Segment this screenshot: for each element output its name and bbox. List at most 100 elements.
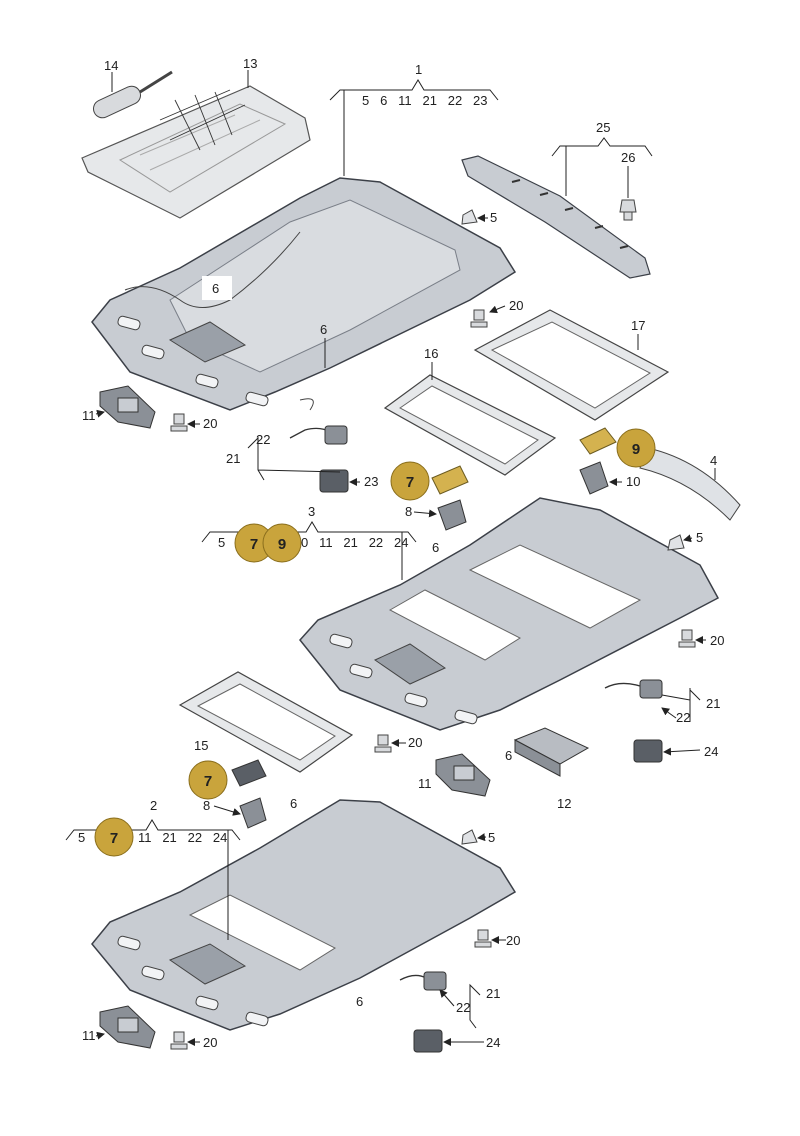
label-22c: 22: [456, 1000, 470, 1015]
label-3-row-a: 5: [218, 535, 225, 550]
label-8b: 8: [203, 798, 210, 813]
callout-9-row3[interactable]: 9: [262, 523, 302, 563]
label-21b: 21: [706, 696, 720, 711]
arrow-leaders: [95, 214, 706, 1046]
svg-text:9: 9: [632, 441, 640, 458]
label-12: 12: [557, 796, 571, 811]
label-6f: 6: [356, 994, 363, 1009]
label-20d: 20: [408, 735, 422, 750]
callout-7-lower[interactable]: 7: [188, 760, 228, 800]
label-11a: 11: [82, 408, 96, 423]
label-6b: 6: [320, 322, 327, 337]
label-4: 4: [710, 453, 717, 468]
frame-16: [383, 374, 557, 476]
label-20c: 20: [710, 633, 724, 648]
label-15: 15: [194, 738, 208, 753]
label-21c: 21: [486, 986, 500, 1001]
part-7-mid: [431, 465, 469, 495]
screw-20-top-left: [170, 413, 188, 432]
lamp-11-bottom: [99, 1005, 156, 1049]
bracket-8-mid: [437, 499, 467, 531]
label-6e: 6: [290, 796, 297, 811]
label-6a: 6: [212, 281, 219, 296]
cap-24-bottom: [413, 1029, 443, 1053]
adhesive-tube-14: [92, 70, 173, 119]
screw-20-top: [470, 309, 488, 328]
headliner-3: [299, 497, 720, 731]
svg-text:7: 7: [204, 773, 212, 790]
part-9-right: [579, 427, 617, 455]
svg-text:7: 7: [406, 474, 414, 491]
label-5c: 5: [488, 830, 495, 845]
label-6a-bg: [202, 276, 232, 300]
screw-20-mid: [374, 734, 392, 753]
label-25: 25: [596, 120, 610, 135]
screw-20-bottom: [170, 1031, 188, 1050]
headliner-1: [91, 177, 517, 411]
label-20e: 20: [506, 933, 520, 948]
label-21a: 21: [226, 451, 240, 466]
harness-22-top: [289, 425, 348, 445]
seal-strip-4: [639, 447, 741, 521]
callout-7-row2[interactable]: 7: [94, 817, 134, 857]
label-3-row-b: 0 11 21 22 24: [301, 535, 408, 550]
frame-17: [473, 309, 670, 421]
screw-20-mid-right: [678, 629, 696, 648]
label-16: 16: [424, 346, 438, 361]
label-2: 2: [150, 798, 157, 813]
label-26: 26: [621, 150, 635, 165]
screw-20-bottom-right: [474, 929, 492, 948]
harness-22-bottom: [399, 971, 447, 991]
clip-5-top: [461, 209, 478, 225]
part-7-lower: [231, 759, 267, 787]
callout-7-mid[interactable]: 7: [390, 461, 430, 501]
svg-text:7: 7: [110, 830, 118, 847]
lamp-11-top: [99, 385, 156, 429]
callout-9-right[interactable]: 9: [616, 428, 656, 468]
label-11c: 11: [82, 1028, 96, 1043]
cap-23: [319, 469, 349, 493]
clip-5-bottom: [461, 829, 478, 845]
svg-text:9: 9: [278, 536, 286, 553]
label-6d: 6: [505, 748, 512, 763]
label-6c: 6: [432, 540, 439, 555]
label-8a: 8: [405, 504, 412, 519]
harness-22-mid: [604, 679, 663, 699]
headliner-2: [91, 799, 517, 1031]
insulation-panel-13: [81, 85, 311, 219]
label-11b: 11: [418, 776, 432, 791]
label-22a: 22: [256, 432, 270, 447]
module-12: [513, 727, 590, 777]
label-22b: 22: [676, 710, 690, 725]
label-5b: 5: [696, 530, 703, 545]
leader-lines: [65, 70, 716, 1029]
label-24a: 24: [704, 744, 718, 759]
label-3: 3: [308, 504, 315, 519]
label-2-row-a: 5: [78, 830, 85, 845]
bracket-8-lower: [239, 797, 267, 829]
clip-5-mid: [667, 534, 685, 551]
label-20f: 20: [203, 1035, 217, 1050]
lamp-11-mid: [435, 753, 491, 797]
label-14: 14: [104, 58, 118, 73]
cap-24-mid: [633, 739, 663, 763]
label-20a: 20: [509, 298, 523, 313]
label-20b: 20: [203, 416, 217, 431]
label-1: 1: [415, 62, 422, 77]
label-23: 23: [364, 474, 378, 489]
bracket-10: [579, 461, 609, 495]
label-2-row-b: 11 21 22 24: [138, 830, 227, 845]
label-1-row: 5 6 11 21 22 23: [362, 93, 488, 108]
svg-text:7: 7: [250, 536, 258, 553]
label-24b: 24: [486, 1035, 500, 1050]
label-17: 17: [631, 318, 645, 333]
clip-26: [619, 199, 637, 221]
label-13: 13: [243, 56, 257, 71]
frame-15: [178, 671, 354, 773]
label-10: 10: [626, 474, 640, 489]
label-5a: 5: [490, 210, 497, 225]
trim-strip-25: [461, 155, 651, 279]
callout-7-row3[interactable]: 7: [234, 523, 274, 563]
